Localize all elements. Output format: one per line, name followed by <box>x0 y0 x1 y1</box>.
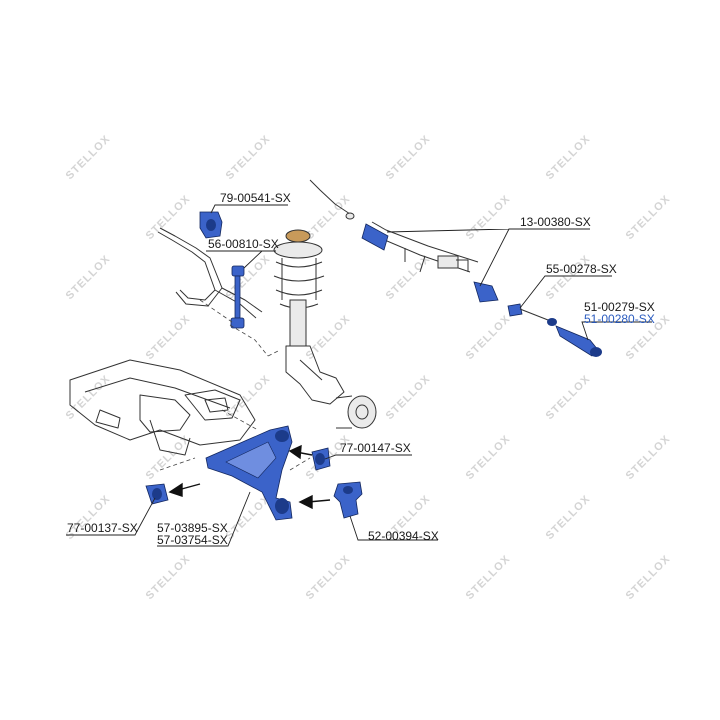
label-57-03895-sx[interactable]: 57-03895-SX <box>157 521 228 535</box>
watermark-text: STELLOX <box>224 253 273 302</box>
watermark-text: STELLOX <box>544 133 593 182</box>
watermark-text: STELLOX <box>384 253 433 302</box>
watermark-text: STELLOX <box>304 313 353 362</box>
label-79-00541-sx[interactable]: 79-00541-SX <box>220 191 291 205</box>
watermark-text: STELLOX <box>384 373 433 422</box>
front-arm-bush[interactable] <box>145 483 169 505</box>
watermark-text: STELLOX <box>464 193 513 242</box>
control-arm[interactable] <box>205 425 293 521</box>
watermark-text: STELLOX <box>144 313 193 362</box>
assembly-arrows <box>168 444 331 510</box>
tie-rod-end[interactable] <box>555 325 602 357</box>
tie-rod[interactable] <box>507 303 557 326</box>
watermark-text: STELLOX <box>464 553 513 602</box>
label-51-00279-sx[interactable]: 51-00279-SX <box>584 300 655 314</box>
watermark-text: STELLOX <box>464 313 513 362</box>
subframe-drawing <box>69 359 256 456</box>
watermark-text: STELLOX <box>544 493 593 542</box>
watermark-text: STELLOX <box>224 133 273 182</box>
watermark-text: STELLOX <box>64 373 113 422</box>
watermark-text: STELLOX <box>624 553 673 602</box>
label-55-00278-sx[interactable]: 55-00278-SX <box>546 262 617 276</box>
assembly-guides <box>159 299 311 471</box>
hub-drawing <box>335 395 377 429</box>
watermark-text: STELLOX <box>304 553 353 602</box>
strut-drawing <box>273 229 345 405</box>
watermark-text: STELLOX <box>64 253 113 302</box>
anti-roll-bar-drawing <box>157 227 263 319</box>
label-77-00137-sx[interactable]: 77-00137-SX <box>67 521 138 535</box>
anti-roll-bar-bush[interactable] <box>199 211 223 239</box>
rear-arm-bush[interactable] <box>311 447 331 471</box>
watermark-text: STELLOX <box>304 193 353 242</box>
watermark-text: STELLOX <box>144 433 193 482</box>
label-51-00280-sx[interactable]: 51-00280-SX <box>584 312 655 326</box>
watermark-text: STELLOX <box>144 193 193 242</box>
label-77-00147-sx[interactable]: 77-00147-SX <box>340 441 411 455</box>
watermark-text: STELLOX <box>624 193 673 242</box>
label-13-00380-sx[interactable]: 13-00380-SX <box>520 215 591 229</box>
label-56-00810-sx[interactable]: 56-00810-SX <box>208 237 279 251</box>
steering-rack[interactable] <box>309 179 499 303</box>
watermark-text: STELLOX <box>544 373 593 422</box>
watermark-text: STELLOX <box>384 133 433 182</box>
label-57-03754-sx[interactable]: 57-03754-SX <box>157 533 228 547</box>
watermark-text: STELLOX <box>624 433 673 482</box>
stabilizer-link[interactable] <box>230 265 245 329</box>
watermark-text: STELLOX <box>64 133 113 182</box>
ball-joint[interactable] <box>333 481 363 519</box>
watermark-text: STELLOX <box>144 553 193 602</box>
label-52-00394-sx[interactable]: 52-00394-SX <box>368 529 439 543</box>
watermark-text: STELLOX <box>224 493 273 542</box>
watermark-text: STELLOX <box>544 253 593 302</box>
watermark-text: STELLOX <box>464 433 513 482</box>
part-labels: 79-00541-SX 56-00810-SX 13-00380-SX 55-0… <box>67 191 655 547</box>
leader-lines <box>66 204 652 547</box>
